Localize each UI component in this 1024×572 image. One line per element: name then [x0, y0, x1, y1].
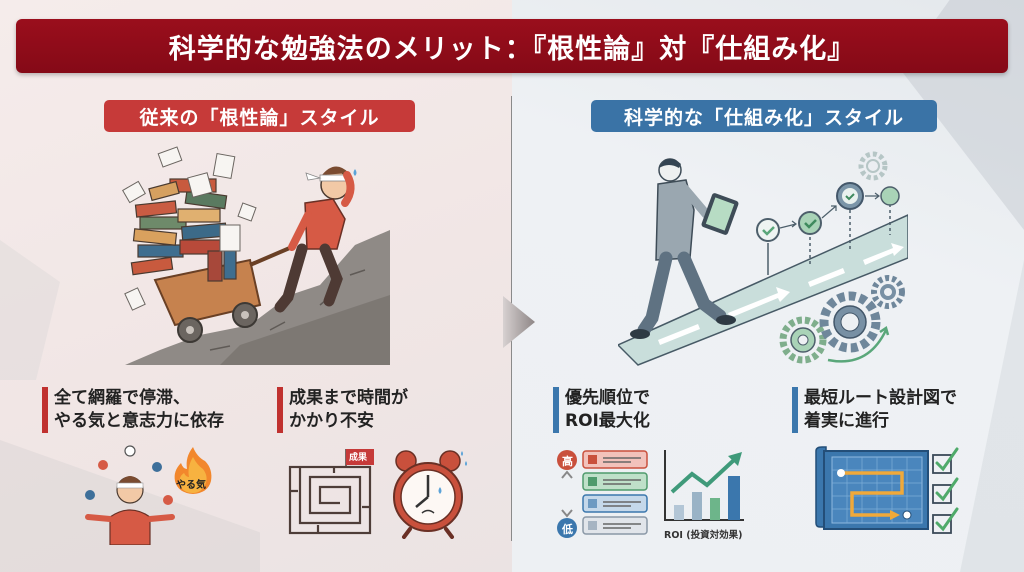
section-label-scientific: 科学的な「仕組み化」スタイル: [591, 100, 937, 132]
point-text: 優先順位で ROI最大化: [565, 387, 650, 433]
maze-flag-label: 成果: [349, 453, 368, 463]
book-cart-uphill-illustration: [122, 146, 390, 365]
maze-icon: [288, 449, 374, 535]
systematic-road-illustration: [618, 151, 908, 366]
priority-list-icon: [557, 450, 648, 538]
point-text: 全て網羅で停滞、 やる気と意志力に依存: [54, 387, 224, 433]
blueprint-route-icon: [815, 446, 929, 530]
point-right-1: 優先順位で ROI最大化: [553, 387, 650, 433]
accent-bar: [277, 387, 283, 433]
alarm-clock-icon: [393, 450, 467, 539]
accent-bar: [42, 387, 48, 433]
title-banner: 科学的な勉強法のメリット：『根性論』対『仕組み化』: [16, 19, 1008, 73]
roi-chart-caption: ROI (投資対効果): [664, 530, 743, 541]
point-text-line2: かかり不安: [289, 411, 374, 431]
accent-bar: [792, 387, 798, 433]
motivation-flame-icon: [174, 447, 212, 494]
point-text-line2: ROI最大化: [565, 411, 650, 431]
point-text-line2: 着実に進行: [804, 411, 889, 431]
point-text-line2: やる気と意志力に依存: [54, 411, 224, 431]
point-text-line1: 最短ルート設計図で: [804, 388, 957, 408]
accent-bar: [553, 387, 559, 433]
priority-low-label: 低: [562, 523, 573, 536]
point-text-line1: 成果まで時間が: [289, 388, 408, 408]
point-text: 成果まで時間が かかり不安: [289, 387, 408, 433]
roi-growth-chart: [664, 450, 744, 521]
priority-high-label: 高: [562, 455, 573, 468]
page-title: 科学的な勉強法のメリット：『根性論』対『仕組み化』: [168, 33, 856, 65]
point-right-2: 最短ルート設計図で 着実に進行: [792, 387, 957, 433]
point-text-line1: 全て網羅で停滞、: [54, 388, 190, 408]
flame-label: やる気: [176, 480, 206, 491]
juggling-person-illustration: [85, 445, 175, 545]
point-left-2: 成果まで時間が かかり不安: [277, 387, 408, 433]
checklist-icon: [932, 447, 959, 534]
section-label-traditional: 従来の「根性論」スタイル: [104, 100, 415, 132]
point-left-1: 全て網羅で停滞、 やる気と意志力に依存: [42, 387, 224, 433]
point-text-line1: 優先順位で: [565, 388, 650, 408]
point-text: 最短ルート設計図で 着実に進行: [804, 387, 957, 433]
